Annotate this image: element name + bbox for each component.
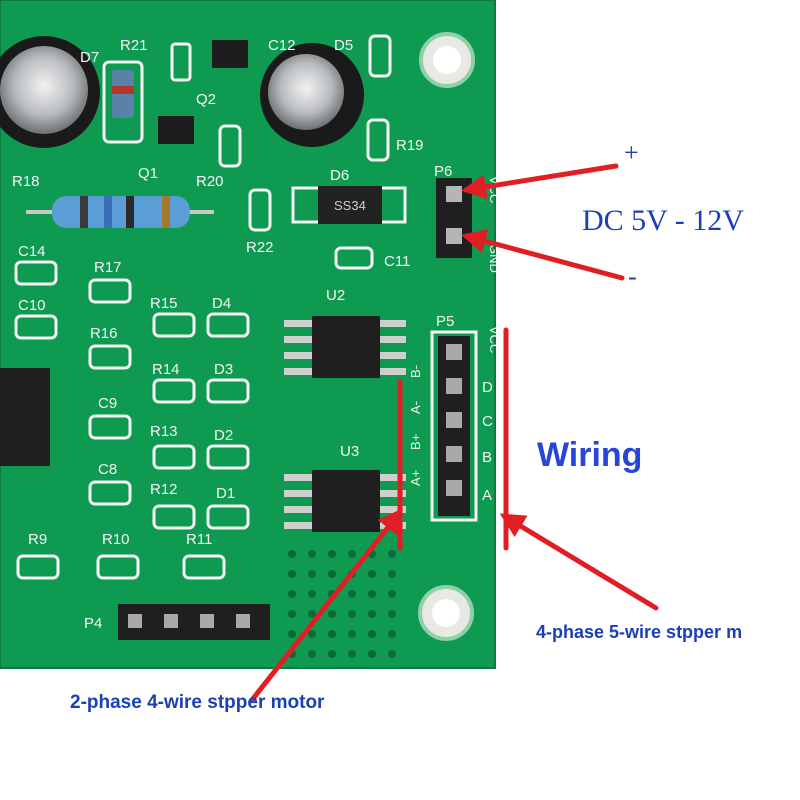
label-d1: D1: [216, 485, 235, 502]
label-c10: C10: [18, 297, 46, 314]
label-c9: C9: [98, 395, 117, 412]
label-u3: U3: [340, 443, 359, 460]
label-c14: C14: [18, 243, 46, 260]
label-r22: R22: [246, 239, 274, 256]
label-p6: P6: [434, 163, 452, 180]
label-a-plus: A+: [408, 470, 423, 486]
label-pin-a: A: [482, 487, 492, 504]
label-b-minus: B-: [408, 365, 423, 378]
label-r9: R9: [28, 531, 47, 548]
label-r15: R15: [150, 295, 178, 312]
label-c12: C12: [268, 37, 296, 54]
label-r11: R11: [186, 531, 212, 548]
label-r19: R19: [396, 137, 424, 154]
arrow-2phase: [249, 508, 404, 703]
label-r17: R17: [94, 259, 122, 276]
transistor-q1: [158, 116, 194, 144]
diode-ss34: [291, 186, 407, 224]
silkscreen-labels: D7 R21 C12 D5 Q2 Q1 R19 R18 R20 D6 P6 R2…: [12, 37, 502, 632]
label-vcc-p6: VCC: [487, 176, 502, 203]
capacitor-c12: [260, 43, 364, 147]
label-pin-d: D: [482, 379, 493, 396]
label-r13: R13: [150, 423, 178, 440]
label-r10: R10: [102, 531, 130, 548]
label-r20: R20: [196, 173, 224, 190]
plus-label: +: [624, 138, 639, 167]
label-b-plus: B+: [408, 434, 423, 450]
arrow-4phase: [499, 513, 659, 611]
header-p4: [118, 604, 270, 640]
capacitor-left: [0, 36, 100, 148]
transistor-top: [212, 40, 248, 68]
label-d6: D6: [330, 167, 349, 184]
label-d2: D2: [214, 427, 233, 444]
label-u2: U2: [326, 287, 345, 304]
arrow-minus: [461, 229, 625, 281]
arrow-plus: [461, 163, 619, 200]
label-c11: C11: [384, 253, 410, 270]
label-p5: P5: [436, 313, 454, 330]
label-d3: D3: [214, 361, 233, 378]
label-d5: D5: [334, 37, 353, 54]
label-r14: R14: [152, 361, 180, 378]
label-q1: Q1: [138, 165, 158, 182]
voltage-label: DC 5V - 12V: [582, 204, 744, 237]
label-c8: C8: [98, 461, 117, 478]
label-r16: R16: [90, 325, 118, 342]
annotation-arrows: [249, 163, 659, 703]
label-pin-b: B: [482, 449, 492, 466]
two-phase-label: 2-phase 4-wire stpper motor: [70, 692, 325, 713]
minus-label: -: [628, 262, 637, 291]
label-r21: R21: [120, 37, 148, 54]
label-q2: Q2: [196, 91, 216, 108]
smd-components: [14, 34, 392, 580]
diode-d7: [102, 60, 144, 144]
wiring-title: Wiring: [537, 436, 643, 474]
ic-left: [0, 368, 50, 466]
ic-q2-area: [170, 42, 192, 82]
label-pin-c: C: [482, 413, 493, 430]
label-gnd: GND: [487, 244, 502, 273]
resistor-r18: [26, 196, 214, 228]
label-vcc-p5: VCC: [487, 326, 502, 353]
label-ss34: SS34: [334, 198, 366, 213]
label-d4: D4: [212, 295, 231, 312]
four-phase-label: 4-phase 5-wire stpper m: [536, 622, 743, 642]
label-r12: R12: [150, 481, 178, 498]
via-dots: [288, 550, 396, 658]
label-a-minus: A-: [408, 401, 423, 414]
label-d7: D7: [80, 49, 99, 66]
label-p4: P4: [84, 615, 102, 632]
header-p5: [430, 330, 478, 522]
ic-u2: [284, 316, 406, 378]
label-r18: R18: [12, 173, 40, 190]
